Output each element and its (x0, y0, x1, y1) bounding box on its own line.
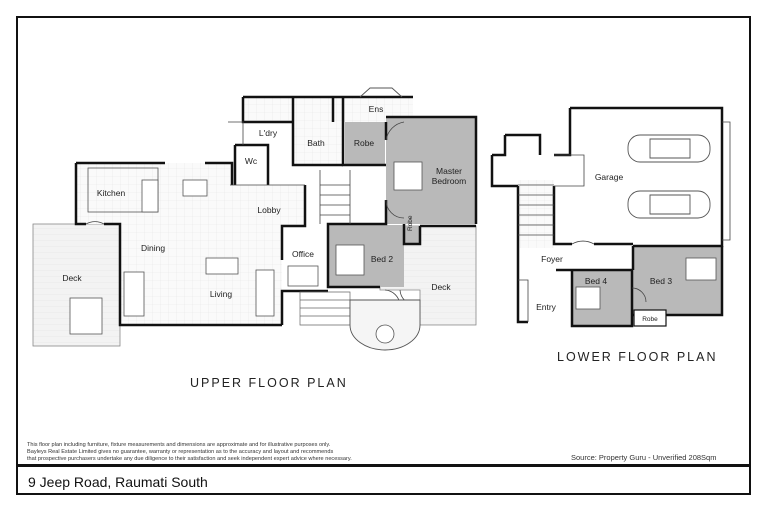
bed3-fill (633, 247, 722, 315)
dining-table (182, 179, 208, 197)
ensuite-label: Ens (368, 104, 384, 114)
lower-floor-title: LOWER FLOOR PLAN (557, 350, 718, 364)
kitchen-island (141, 179, 159, 213)
disclaimer-line3: that prospective purchasers undertake an… (27, 456, 352, 462)
sofa-left (123, 271, 145, 317)
entry-label: Entry (536, 302, 556, 312)
source-note: Source: Property Guru - Unverified 208Sq… (571, 453, 717, 462)
robe-lower-box (633, 309, 667, 327)
upper-floor-plan (32, 87, 478, 351)
master-label-line1: Master (436, 166, 462, 176)
disclaimer-line2: Bayleys Real Estate Limited gives no gua… (27, 449, 334, 455)
office-desk (287, 265, 319, 287)
bed2-label: Bed 2 (370, 254, 394, 264)
front-steps (299, 291, 351, 326)
porch-table (375, 324, 395, 344)
garage-label: Garage (594, 172, 624, 182)
address-frame (16, 465, 751, 495)
disclaimer-line1: This floor plan including furniture, fix… (27, 442, 331, 448)
laundry-label: L'dry (258, 128, 278, 138)
armchair (205, 257, 239, 275)
deck-right-label: Deck (431, 282, 451, 292)
stair-floor (518, 180, 554, 248)
bed3-label: Bed 3 (649, 276, 673, 286)
robe-lower-label: Robe (642, 316, 658, 323)
bed3-bed (685, 257, 717, 281)
bed2-bed (335, 244, 365, 276)
lobby-label: Lobby (257, 205, 281, 215)
dining-label: Dining (140, 243, 166, 253)
sofa-right (255, 269, 275, 317)
living-label: Living (209, 289, 233, 299)
robe-small-label: Robe (407, 215, 414, 231)
master-bed (393, 161, 423, 191)
deck-left-label: Deck (62, 273, 82, 283)
foyer-label: Foyer (541, 254, 563, 264)
property-address: 9 Jeep Road, Raumati South (28, 474, 208, 490)
outdoor-table (69, 297, 103, 335)
lower-floor-plan (490, 106, 731, 328)
master-bedroom-fill (386, 117, 476, 224)
robe-upper-fill (345, 122, 385, 165)
robe-upper-label: Robe (353, 138, 375, 148)
wet-area-floor (243, 97, 413, 122)
master-label-line2: Bedroom (431, 176, 467, 186)
disclaimer: This floor plan including furniture, fix… (27, 442, 427, 463)
upper-floor-title: UPPER FLOOR PLAN (190, 376, 348, 390)
bath-label: Bath (307, 138, 325, 148)
wc-label: Wc (244, 156, 258, 166)
office-label: Office (291, 249, 315, 259)
kitchen-label: Kitchen (96, 188, 126, 198)
bed4-label: Bed 4 (584, 276, 608, 286)
robe-small-fill (404, 226, 420, 244)
ensuite-bay (359, 87, 403, 98)
bath-floor (293, 122, 343, 165)
bed4-bed (575, 286, 601, 310)
